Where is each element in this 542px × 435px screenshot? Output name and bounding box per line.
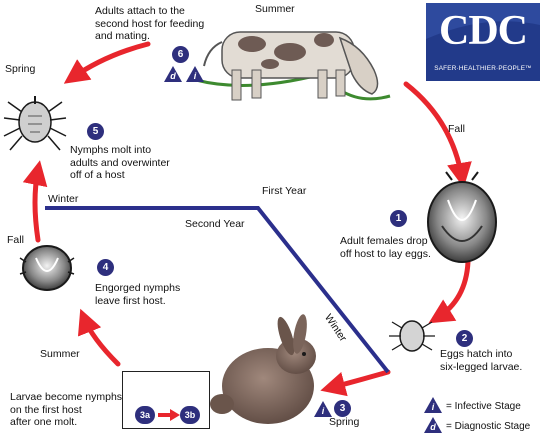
cdc-logo: CDC SAFER·HEALTHIER·PEOPLE™ (426, 3, 540, 81)
year-timeline (45, 206, 390, 374)
timeline-first-year: First Year (262, 185, 307, 197)
stage-5-text: Nymphs molt into adults and overwinter o… (70, 144, 170, 181)
arrow-fall-to-5 (22, 160, 48, 243)
arrow-molt-to-4 (77, 308, 121, 367)
stage-6-text: Adults attach to the second host for fee… (95, 5, 205, 42)
stage-1-text: Adult females drop off host to lay eggs. (340, 235, 431, 260)
season-fall-left: Fall (7, 234, 24, 246)
arrow-6-to-5 (63, 41, 151, 84)
stage-3-badge: 3 (334, 400, 351, 417)
infective-marker: i (186, 66, 204, 82)
season-summer-left: Summer (40, 348, 80, 360)
legend-infective-marker: i (424, 397, 442, 413)
season-fall-right: Fall (448, 123, 465, 135)
infective-marker-letter: i (193, 71, 197, 81)
engorged-tick-icon (19, 245, 75, 291)
molt-arrow-icon (158, 409, 180, 421)
engorged-tick-icon (427, 171, 497, 263)
stage-3a-badge: 3a (135, 406, 155, 424)
molt-text: Larvae become nymphs on the first host a… (10, 391, 123, 428)
cycle-arrows (22, 41, 472, 397)
legend-infective-label: = Infective Stage (446, 401, 521, 412)
cow-icon (195, 31, 391, 101)
molt-box: 3a 3b (122, 371, 210, 429)
stage-6-badge: 6 (172, 46, 189, 63)
stage-4-badge: 4 (97, 259, 114, 276)
season-summer-top: Summer (255, 3, 295, 15)
stage-3-infective-marker: i (314, 401, 332, 417)
logo-tagline: SAFER·HEALTHIER·PEOPLE™ (434, 65, 532, 72)
timeline-winter-left: Winter (48, 193, 79, 205)
tick-icon (3, 96, 67, 151)
stage-2-text: Eggs hatch into six-legged larvae. (440, 348, 523, 373)
logo-title: CDC (439, 8, 528, 54)
legend-diagnostic-letter: d (430, 422, 436, 432)
arrow-2-to-3 (320, 369, 391, 397)
stage-3b-badge: 3b (180, 406, 200, 424)
rabbit-icon (210, 314, 316, 424)
arrow-summer-to-fall (403, 81, 472, 188)
diagnostic-marker: d (164, 66, 182, 82)
diagnostic-marker-letter: d (170, 71, 176, 81)
infective-marker-letter: i (321, 406, 325, 416)
season-spring-bottom: Spring (329, 416, 360, 428)
arrow-1-to-2 (428, 259, 471, 324)
legend-diagnostic-label: = Diagnostic Stage (446, 421, 531, 432)
stage-2-badge: 2 (456, 330, 473, 347)
season-spring-left: Spring (5, 63, 36, 75)
tick-icon (389, 320, 435, 352)
stage-5-badge: 5 (87, 123, 104, 140)
stage-4-text: Engorged nymphs leave first host. (95, 282, 181, 307)
timeline-second-year: Second Year (185, 218, 245, 230)
logo-background (426, 3, 540, 81)
legend-infective-letter: i (431, 402, 435, 412)
legend-diagnostic-marker: d (424, 417, 442, 433)
stage-1-badge: 1 (390, 210, 407, 227)
